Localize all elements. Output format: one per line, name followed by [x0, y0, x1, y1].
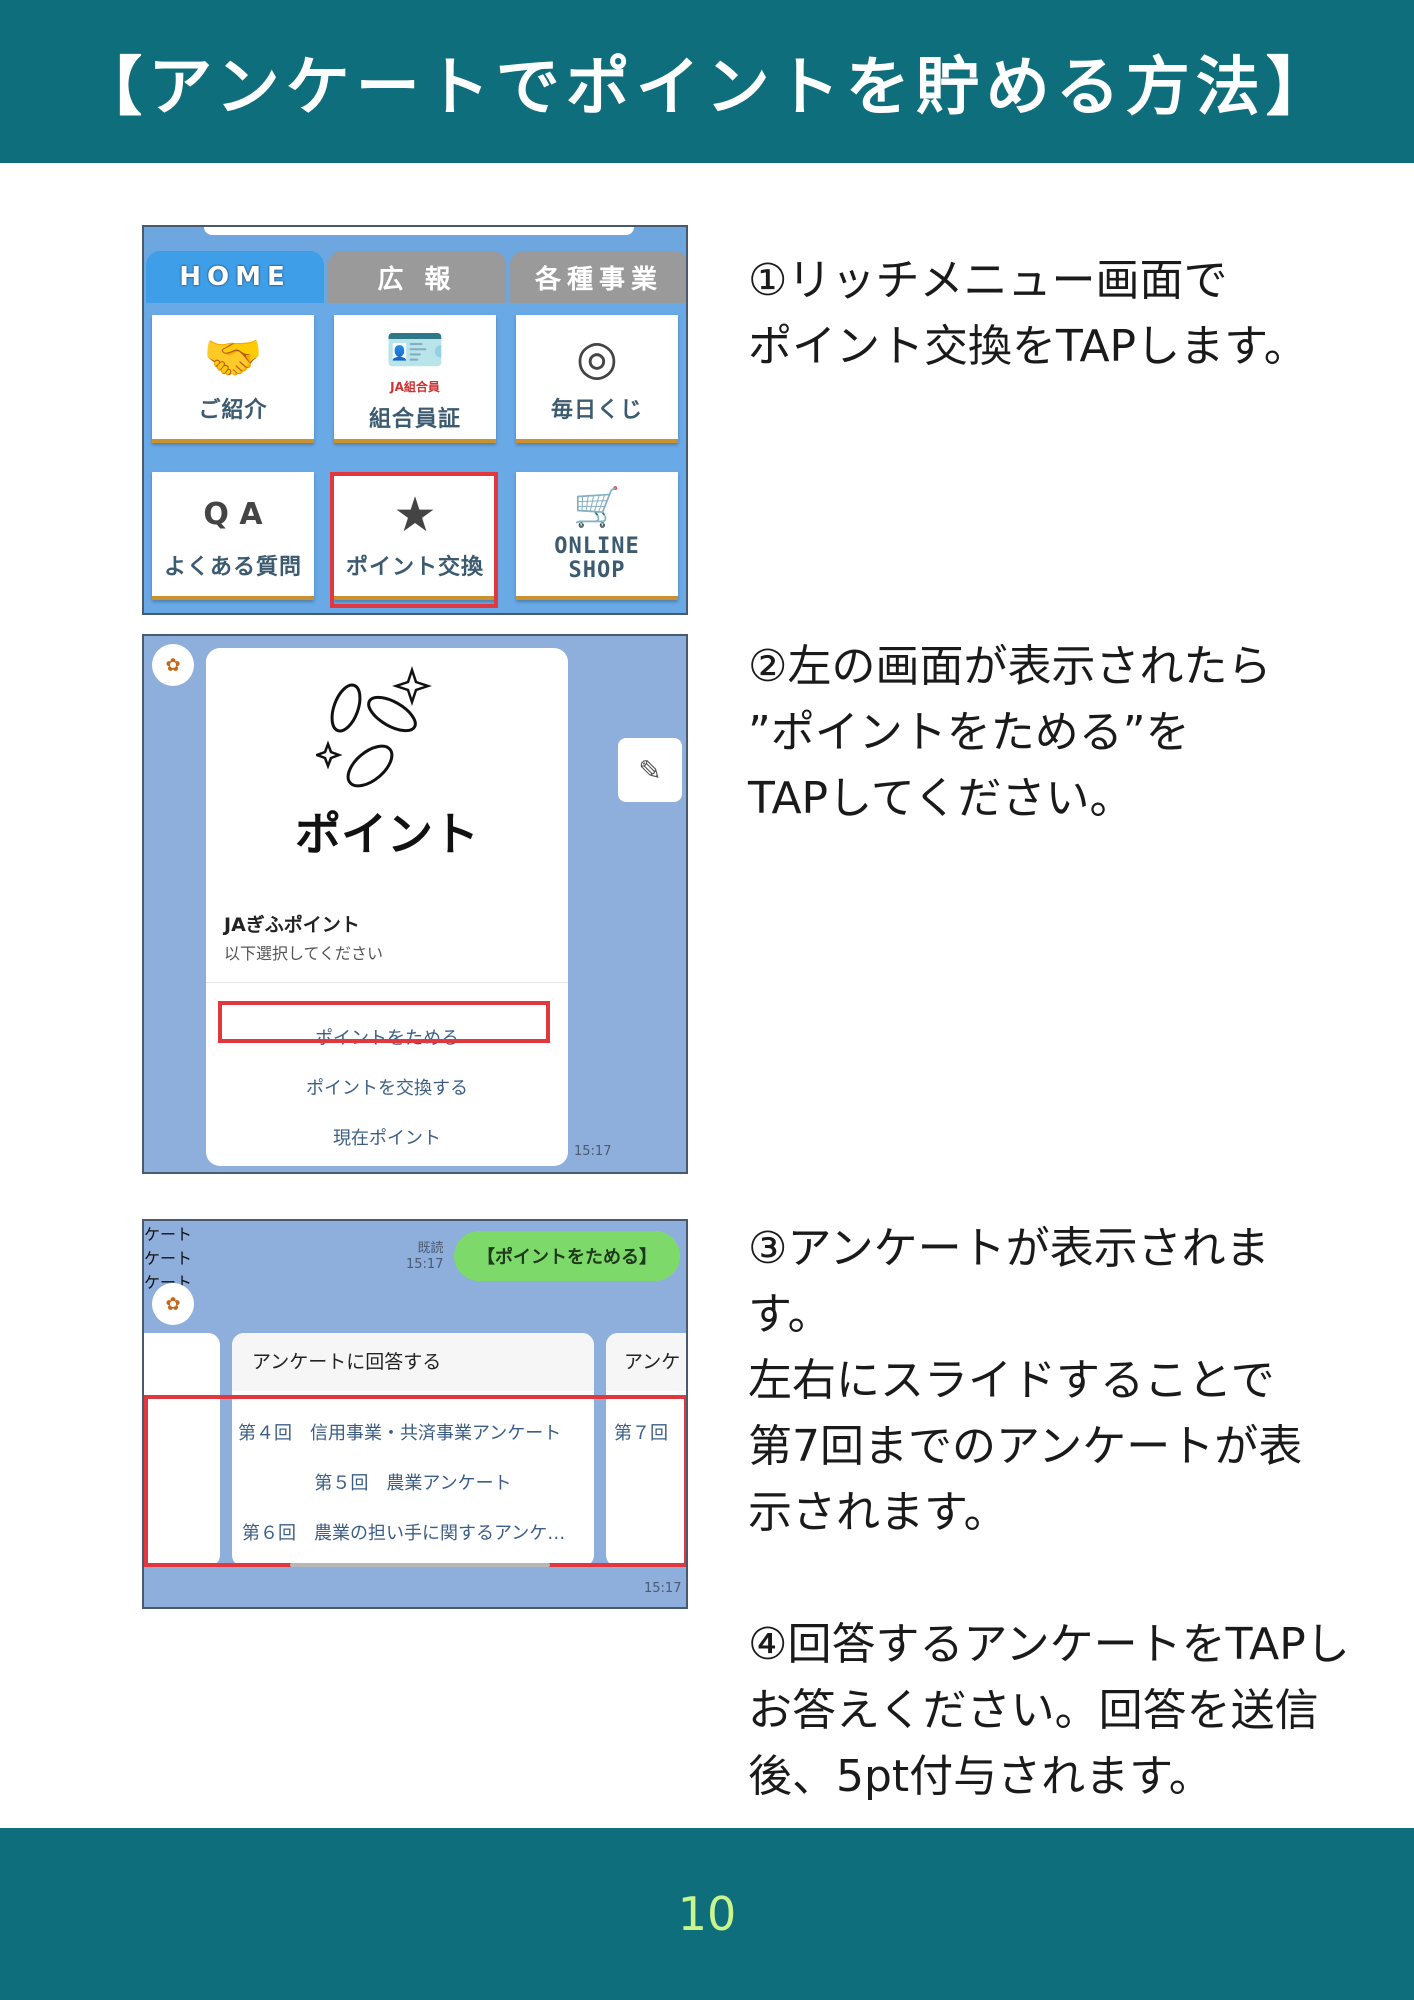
message-time: 15:17 — [644, 1581, 682, 1596]
step-4-text: ④回答するアンケートをTAPし お答えください。回答を送信 後、5pt付与されま… — [748, 1619, 1350, 1802]
survey-card: アンケートに回答する 第４回 信用事業・共済事業アンケート 第５回 農業アンケー… — [232, 1333, 594, 1567]
coins-icon — [316, 666, 432, 788]
highlight-box — [330, 472, 498, 608]
menu-item-online-shop[interactable]: 🛒 ONLINE SHOP — [516, 472, 678, 600]
avatar: ✿ — [152, 1283, 194, 1325]
survey-carousel-screenshot: 既読 15:17 【ポイントをためる】 ✿ ケート ケート ケート アンケートに… — [142, 1219, 688, 1609]
highlight-box — [218, 1001, 550, 1043]
rich-menu-screenshot: HOME 広 報 各種事業 🤝 ご紹介 🪪 JA組合員 組合員証 ◎ 毎日くじ … — [142, 225, 688, 615]
earn-points-button[interactable]: ポイントをためる — [315, 1028, 459, 1049]
chat-input-bar — [204, 227, 634, 235]
survey-card-title: アンケ — [606, 1333, 686, 1391]
survey-card-title: アンケートに回答する — [232, 1333, 594, 1391]
page-title: 【アンケートでポイントを貯める方法】 — [0, 0, 1414, 163]
survey-item-previous[interactable]: ケート — [144, 1225, 193, 1244]
mascot-icon: ✿ — [165, 1293, 181, 1315]
menu-item-label: ONLINE SHOP — [554, 534, 640, 583]
star-icon: ★ — [393, 487, 437, 543]
survey-card-next[interactable]: アンケ 第７回 — [606, 1333, 686, 1567]
tab-koho[interactable]: 広 報 — [328, 251, 506, 303]
menu-item-label: 毎日くじ — [550, 398, 643, 423]
read-receipt: 既読 15:17 — [406, 1241, 443, 1273]
menu-item-sublabel: JA組合員 — [390, 379, 440, 394]
tab-jigyo[interactable]: 各種事業 — [510, 251, 686, 303]
survey-item-6[interactable]: 第６回 農業の担い手に関するアンケ… — [242, 1523, 566, 1544]
survey-card-previous[interactable] — [144, 1333, 220, 1567]
step-2-text: ②左の画面が表示されたら ”ポイントをためる”を TAPしてください。 — [748, 641, 1272, 824]
menu-item-introduction[interactable]: 🤝 ご紹介 — [152, 315, 314, 443]
menu-item-member-card[interactable]: 🪪 JA組合員 組合員証 — [334, 315, 496, 443]
menu-item-label: ご紹介 — [198, 398, 268, 423]
survey-item-previous[interactable]: ケート — [144, 1249, 193, 1268]
sent-message-bubble: 【ポイントをためる】 — [454, 1231, 680, 1281]
menu-item-label: ポイント交換 — [345, 555, 484, 580]
card-heading: ポイント — [295, 807, 479, 861]
read-label: 既読 — [417, 1241, 444, 1256]
survey-item-4[interactable]: 第４回 信用事業・共済事業アンケート — [238, 1423, 562, 1444]
menu-item-daily-lottery[interactable]: ◎ 毎日くじ — [516, 315, 678, 443]
avatar: ✿ — [152, 644, 194, 686]
point-card: ポイント JAぎふポイント 以下選択してください ポイントをためる ポイントを交… — [206, 648, 568, 1166]
step-1-text: ①リッチメニュー画面で ポイント交換をTAPします。 — [748, 255, 1308, 372]
page-number: 10 — [0, 1828, 1414, 2000]
card-subtitle: 以下選択してください — [224, 944, 384, 963]
qa-icon: Q A — [203, 497, 263, 532]
menu-item-label: 組合員証 — [368, 406, 461, 432]
menu-item-faq[interactable]: Q A よくある質問 — [152, 472, 314, 600]
card-title: JAぎふポイント — [224, 914, 360, 936]
cart-icon: 🛒 — [573, 485, 621, 529]
edit-button[interactable]: ✎ — [618, 738, 682, 802]
handshake-icon: 🤝 — [203, 330, 263, 386]
menu-item-label: よくある質問 — [163, 555, 302, 580]
read-time: 15:17 — [406, 1257, 444, 1272]
pencil-icon: ✎ — [638, 753, 662, 787]
current-points-button[interactable]: 現在ポイント — [333, 1128, 441, 1149]
lottery-icon: ◎ — [576, 330, 618, 386]
tab-home[interactable]: HOME — [146, 251, 324, 303]
mascot-icon: ✿ — [165, 654, 181, 676]
message-time: 15:17 — [574, 1144, 612, 1159]
divider — [206, 982, 568, 983]
exchange-points-button[interactable]: ポイントを交換する — [306, 1078, 468, 1099]
menu-item-point-exchange[interactable]: ★ ポイント交換 — [334, 472, 496, 600]
highlight-box — [144, 1395, 686, 1567]
point-card-screenshot: ✿ ポイント JAぎふポイント 以下選択してください ポイントをためる ポイント… — [142, 634, 688, 1174]
carousel-scrollbar[interactable] — [290, 1563, 550, 1567]
survey-item-5[interactable]: 第５回 農業アンケート — [314, 1473, 512, 1494]
survey-item-7[interactable]: 第７回 — [614, 1423, 668, 1444]
id-card-icon: 🪪 — [385, 321, 445, 378]
step-3-text: ③アンケートが表示されま す。 左右にスライドすることで 第7回までのアンケート… — [748, 1223, 1303, 1538]
